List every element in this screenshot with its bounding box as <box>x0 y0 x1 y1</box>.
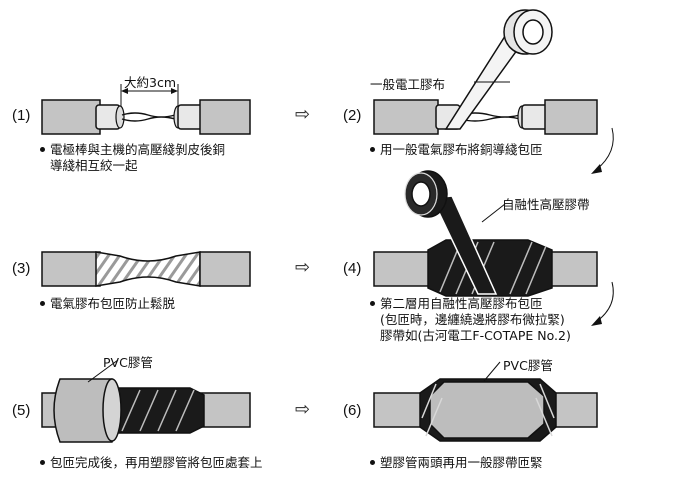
twisted-copper-wire <box>121 112 176 122</box>
step-number-5: (5) <box>12 402 31 419</box>
pvc-label-step6: PVC膠管 <box>503 358 553 373</box>
step-number-2: (2) <box>343 107 362 124</box>
bullet-icon <box>40 147 45 152</box>
step-number-6: (6) <box>343 402 362 419</box>
wrapped-tape-section <box>95 251 201 287</box>
pvc-label-step5: PVC膠管 <box>103 355 153 370</box>
step1-illustration <box>41 84 251 135</box>
step-number-4: (4) <box>343 260 362 277</box>
self-fusing-tape-strip <box>430 195 498 295</box>
tape-label-general: 一般電工膠布 <box>370 77 446 92</box>
tape-label-self-fusing: 自融性高壓膠帶 <box>502 197 590 212</box>
cable-right <box>199 99 251 135</box>
step5-illustration <box>41 359 251 443</box>
bullet-icon <box>370 301 375 306</box>
step4-illustration <box>373 170 598 297</box>
step1-caption: 電極棒與主機的高壓綫剝皮後銅 導綫相互絞一起 <box>40 142 225 174</box>
pvc-tube-covered <box>429 381 545 439</box>
curved-arrow-a <box>595 127 614 171</box>
step4-caption: 第二層用自融性高壓膠布包匝 (包匝時，邊纏繞邊將膠布微拉緊) 膠帶如(古河電工F… <box>370 296 571 344</box>
bullet-icon <box>370 147 375 152</box>
cable-left <box>41 99 101 135</box>
step3-caption: 電氣膠布包匝防止鬆脱 <box>40 296 175 312</box>
dimension-label: 大約3cm <box>124 75 177 90</box>
right-arrow-icon: ⇨ <box>295 399 311 420</box>
step6-caption: 塑膠管兩頭再用一般膠帶匝緊 <box>370 455 543 471</box>
right-arrow-icon: ⇨ <box>295 257 311 278</box>
bullet-icon <box>40 301 45 306</box>
step2-illustration <box>373 9 598 135</box>
step-number-1: (1) <box>12 107 31 124</box>
bullet-icon <box>40 460 45 465</box>
step6-illustration <box>373 361 598 442</box>
curved-arrow-b <box>595 281 614 323</box>
step3-illustration <box>41 251 251 287</box>
step-number-3: (3) <box>12 260 31 277</box>
step5-caption: 包匝完成後，再用塑膠管將包匝處套上 <box>40 455 263 471</box>
right-arrow-icon: ⇨ <box>295 104 311 125</box>
step2-caption: 用一般電氣膠布將銅導綫包匝 <box>370 142 543 158</box>
bullet-icon <box>370 460 375 465</box>
